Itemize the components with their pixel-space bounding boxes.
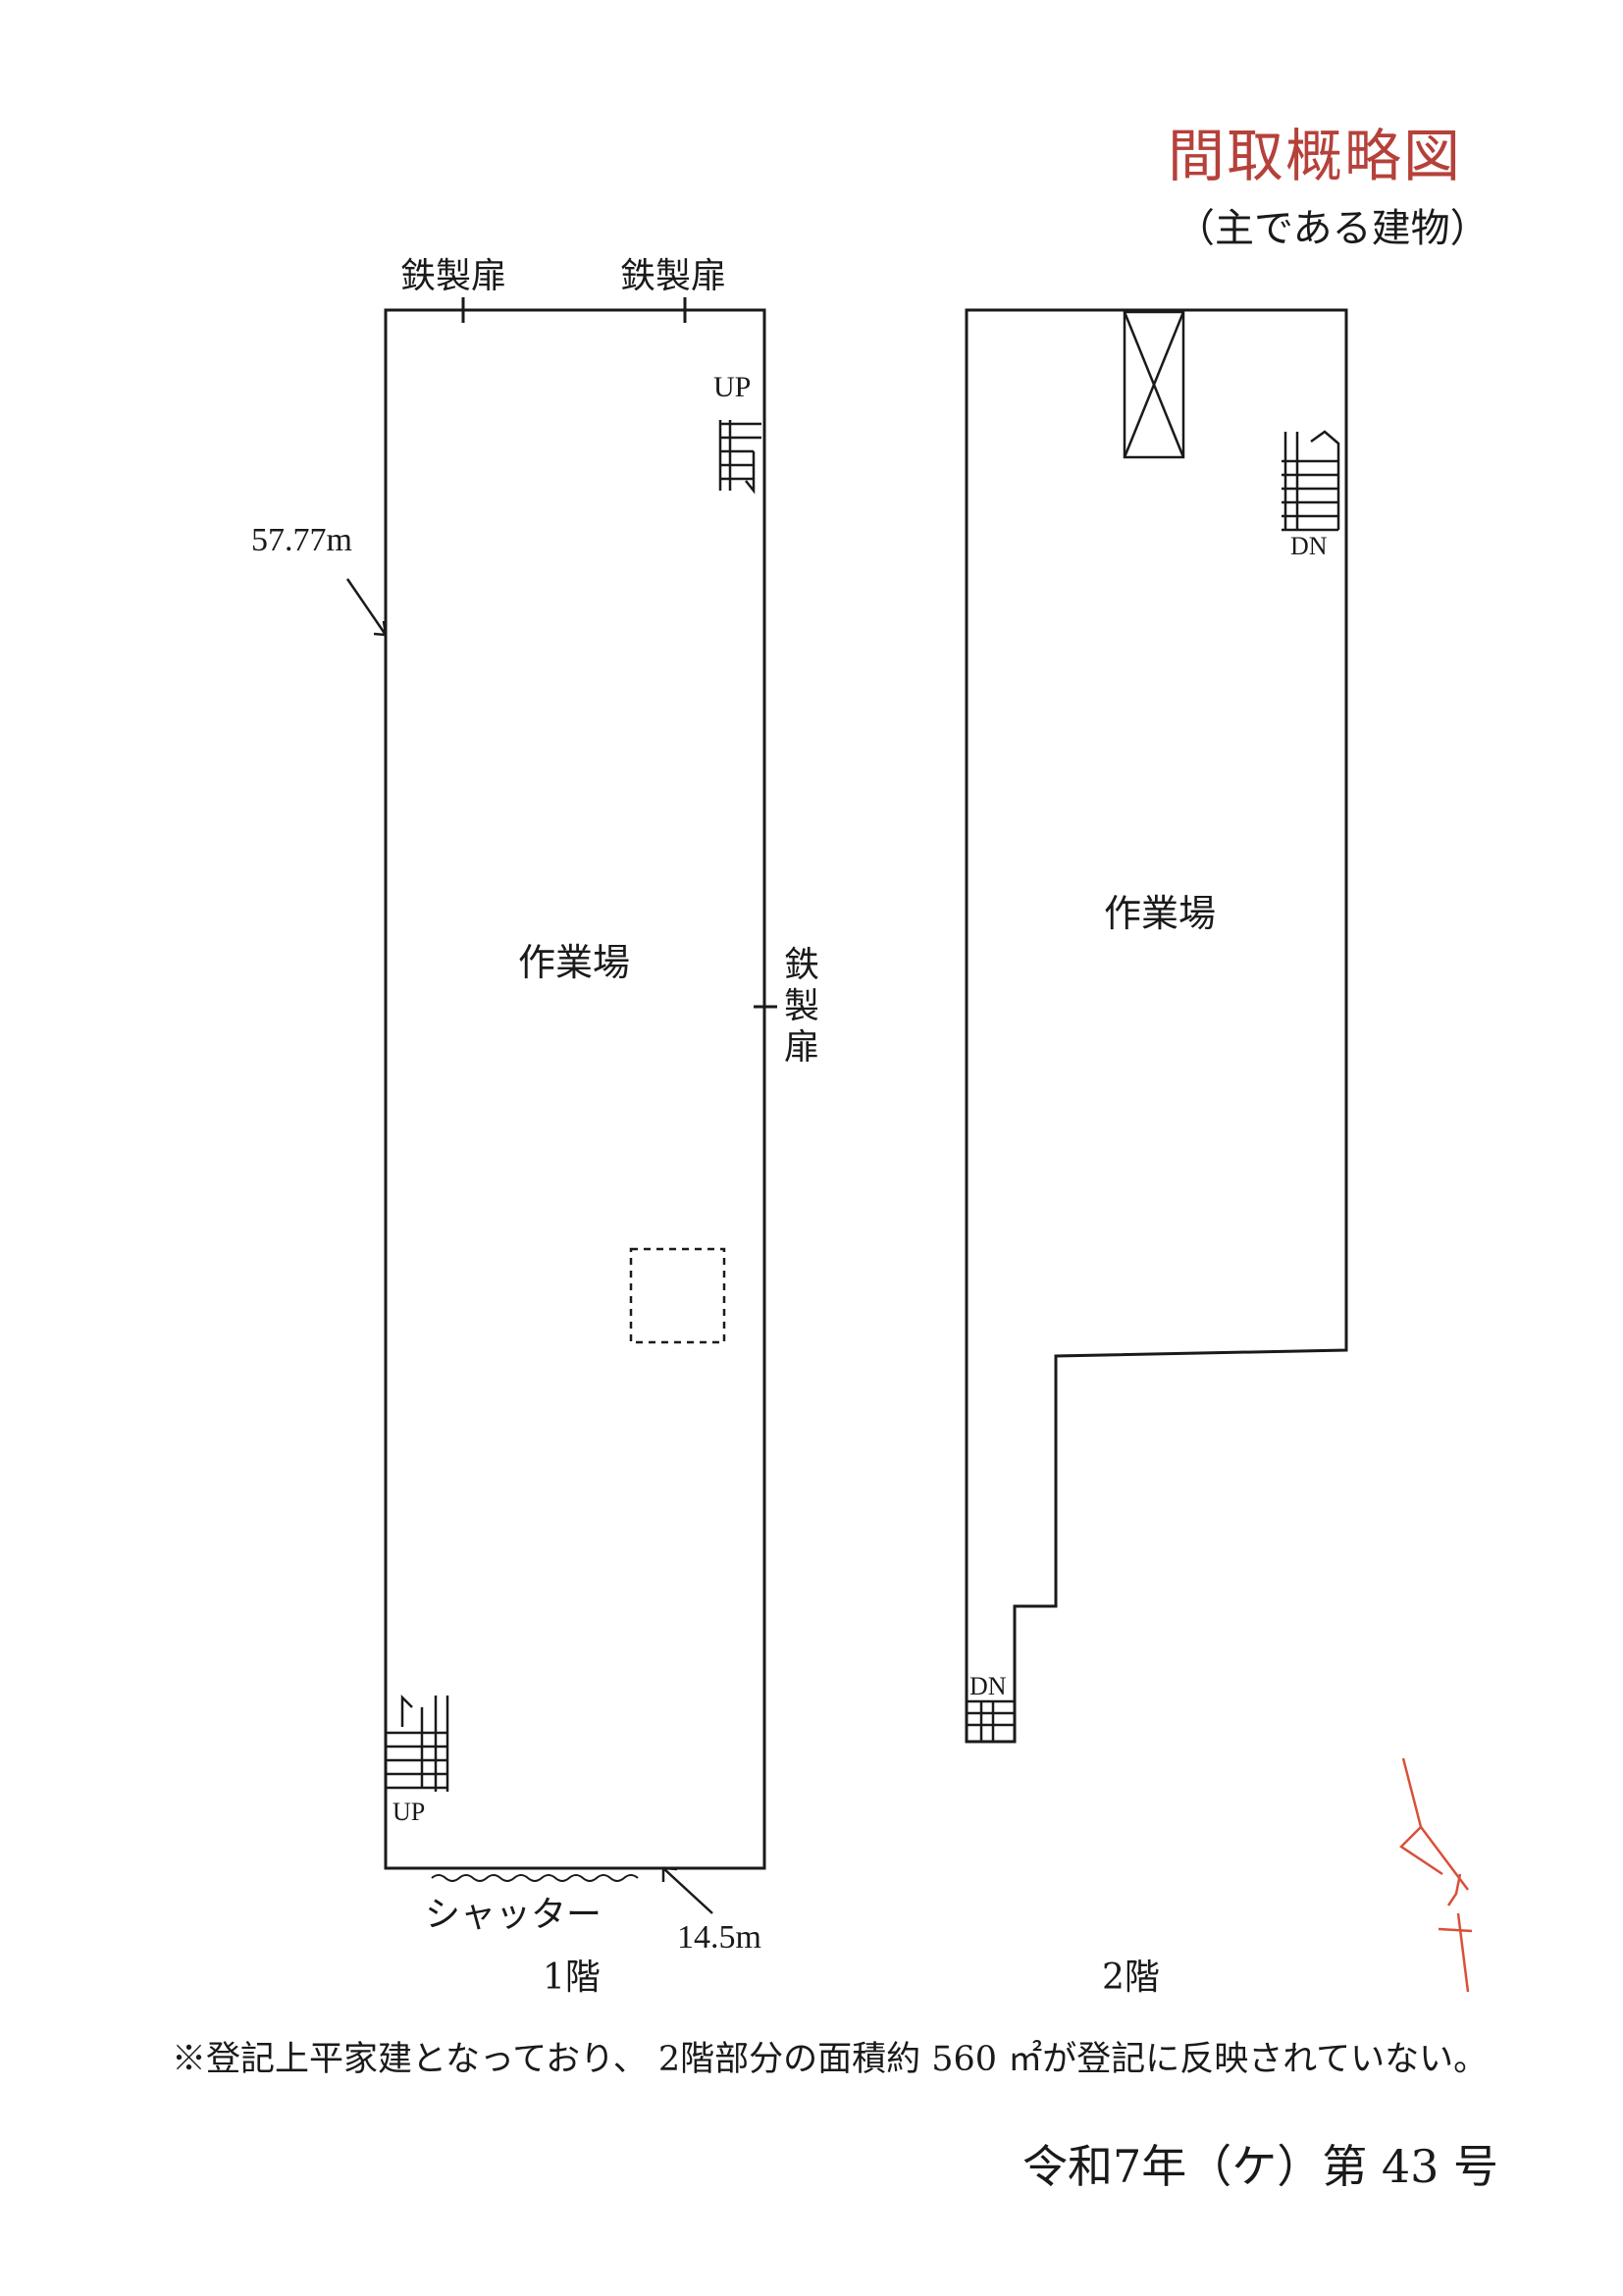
floor2-stair-top [1282,430,1340,532]
floor1-top-door-right-label: 鉄製扉 [620,256,727,296]
floor2-stair-top-label: DN [1290,532,1328,560]
floor2-label: 2階 [1102,1957,1160,1998]
registration-note: ※登記上平家建となっており、 2階部分の面積約 560 ㎡が登記に反映されていな… [172,2040,1489,2079]
floor1-side-door-label: 鉄製扉 [783,945,819,1068]
floor1-dashed-area [629,1247,726,1344]
floor1-width-arrow [661,1866,713,1914]
floor1-stair-top [718,420,761,495]
floor1-shutter-mark [431,1874,639,1882]
floor1-outline [384,308,766,1870]
floor2-stair-bottom-label: DN [969,1672,1007,1700]
page-subtitle: （主である建物） [1176,206,1490,251]
north-arrow-icon [1399,1757,1473,1993]
floor1-label: 1階 [543,1957,601,1998]
floor2-room-label: 作業場 [1104,892,1217,935]
case-number: 令和7年（ケ）第 43 号 [1022,2140,1499,2193]
page-title: 間取概略図 [1168,123,1463,189]
floor1-top-door-left-label: 鉄製扉 [400,256,507,296]
floor1-stair-bottom [386,1694,449,1792]
floor1-shutter-label: シャッター [425,1895,602,1935]
floor2-stair-bottom [967,1699,1015,1742]
floor1-width-dimension: 14.5m [677,1919,761,1956]
floor1-length-arrow [345,578,388,637]
floor1-room-label: 作業場 [518,941,631,984]
floor1-length-dimension: 57.77m [251,522,352,558]
floor2-void-box [1123,310,1185,459]
floor1-stair-top-label: UP [713,371,752,403]
floor2-outline [965,308,1348,1744]
floor1-stair-bottom-label: UP [393,1798,426,1826]
